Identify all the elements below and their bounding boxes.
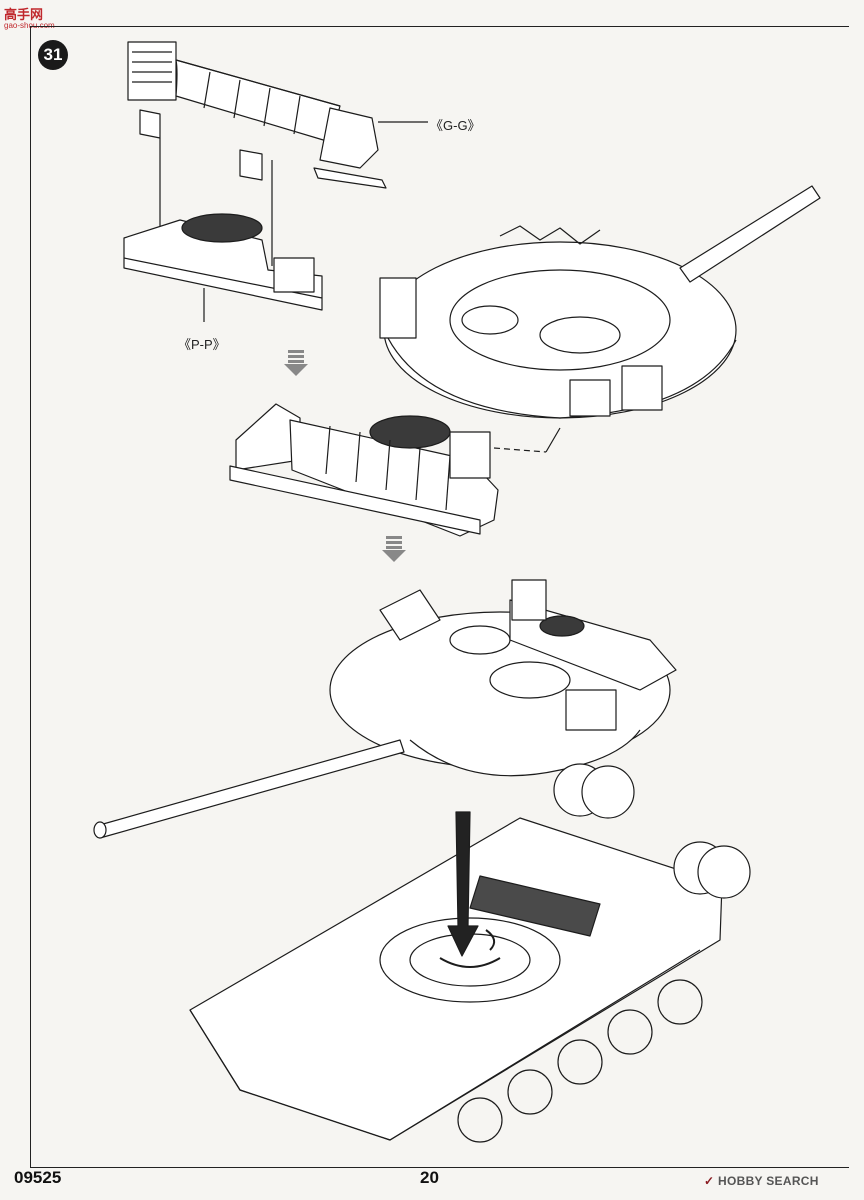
watermark-logo: 高手网 gao-shou.com bbox=[4, 4, 55, 30]
watermark-main: 高手网 bbox=[4, 7, 44, 22]
part-label-pp: 《P-P》 bbox=[178, 337, 226, 352]
part-label-gg: 《G-G》 bbox=[430, 118, 481, 133]
watermark-sub: gao-shou.com bbox=[4, 21, 55, 30]
page-number: 20 bbox=[420, 1168, 439, 1187]
watermark-brand-text: HOBBY SEARCH bbox=[718, 1174, 819, 1188]
down-arrow-icon bbox=[284, 350, 308, 376]
turret-assembled bbox=[93, 579, 677, 839]
part-gg-snorkel bbox=[127, 41, 428, 189]
brand-mark-icon: ✓ bbox=[704, 1174, 718, 1188]
rotation-arrow-icon bbox=[439, 929, 501, 968]
snorkel-assembly-mid bbox=[229, 403, 561, 537]
step-number-badge: 31 bbox=[38, 40, 68, 70]
insert-arrow-icon bbox=[447, 811, 479, 957]
down-arrow-icon bbox=[382, 536, 406, 562]
watermark-brand: ✓ HOBBY SEARCH bbox=[704, 1174, 819, 1188]
part-pp-bracket bbox=[123, 213, 323, 322]
page-frame bbox=[30, 26, 849, 1168]
road-wheels bbox=[457, 979, 703, 1143]
kit-code: 09525 bbox=[14, 1168, 62, 1187]
turret-upper bbox=[379, 185, 821, 419]
tank-hull bbox=[189, 763, 751, 1143]
